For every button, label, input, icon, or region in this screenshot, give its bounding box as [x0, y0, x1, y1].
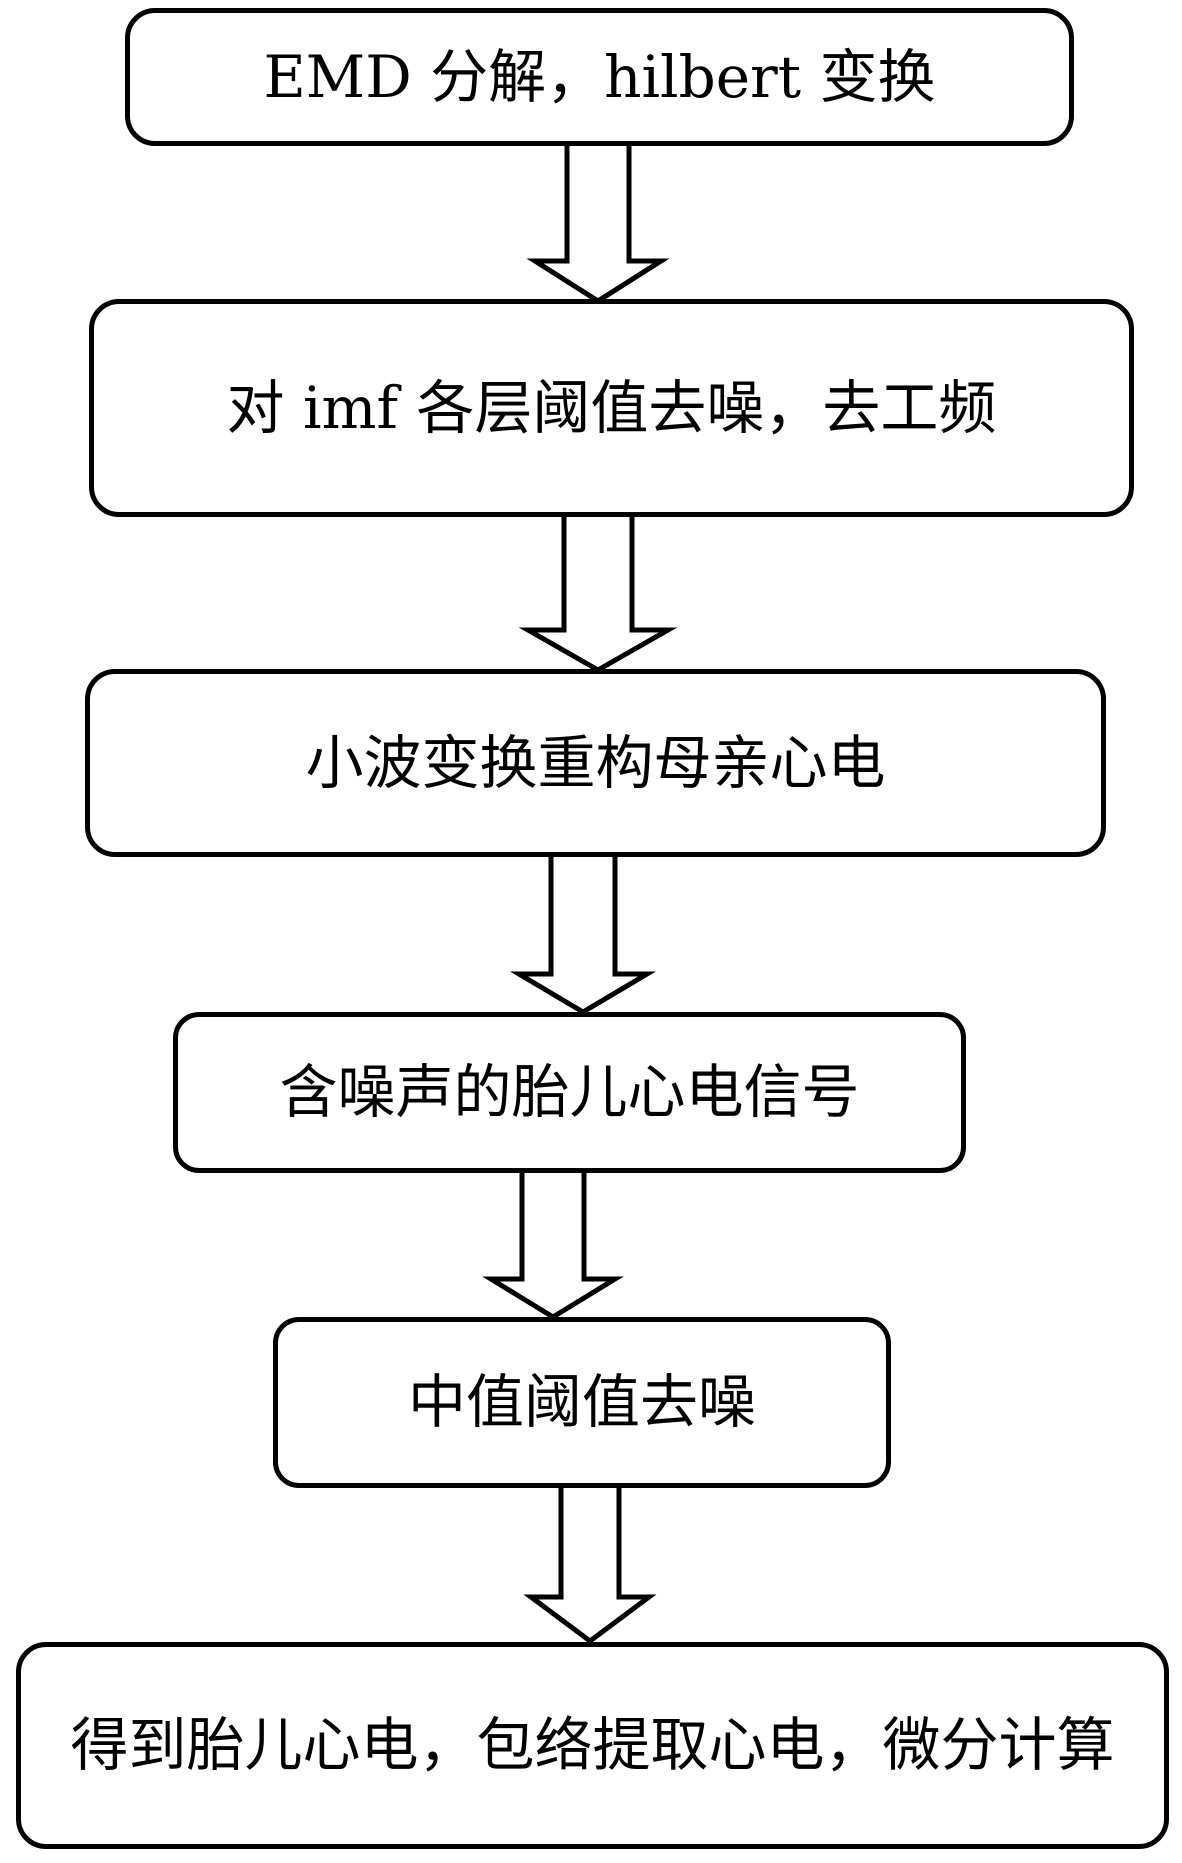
flow-step-fetal-ecg-envelope-derivative: 得到胎儿心电，包络提取心电，微分计算: [16, 1642, 1169, 1849]
flow-step-emd-hilbert: EMD 分解，hilbert 变换: [125, 8, 1074, 146]
flow-step-noisy-fetal-ecg: 含噪声的胎儿心电信号: [173, 1012, 966, 1173]
flow-step-median-threshold-denoise: 中值阈值去噪: [273, 1317, 891, 1488]
flow-step-imf-threshold-denoise: 对 imf 各层阈值去噪，去工频: [89, 299, 1134, 517]
down-arrow-5-6: [523, 1483, 657, 1645]
flow-step-wavelet-reconstruct-mother-ecg: 小波变换重构母亲心电: [85, 669, 1106, 857]
down-arrow-2-3: [518, 512, 678, 673]
down-arrow-1-2: [526, 140, 670, 304]
flow-step-wavelet-reconstruct-mother-ecg-label: 小波变换重构母亲心电: [305, 728, 886, 797]
flow-step-median-threshold-denoise-label: 中值阈值去噪: [407, 1368, 756, 1437]
down-arrow-3-4: [509, 852, 657, 1015]
flow-step-noisy-fetal-ecg-label: 含噪声的胎儿心电信号: [279, 1058, 860, 1127]
down-arrow-4-5: [482, 1168, 624, 1320]
flow-step-emd-hilbert-label: EMD 分解，hilbert 变换: [263, 42, 936, 111]
flow-step-imf-threshold-denoise-label: 对 imf 各层阈值去噪，去工频: [226, 373, 997, 442]
flow-step-fetal-ecg-envelope-derivative-label: 得到胎儿心电，包络提取心电，微分计算: [70, 1711, 1115, 1780]
